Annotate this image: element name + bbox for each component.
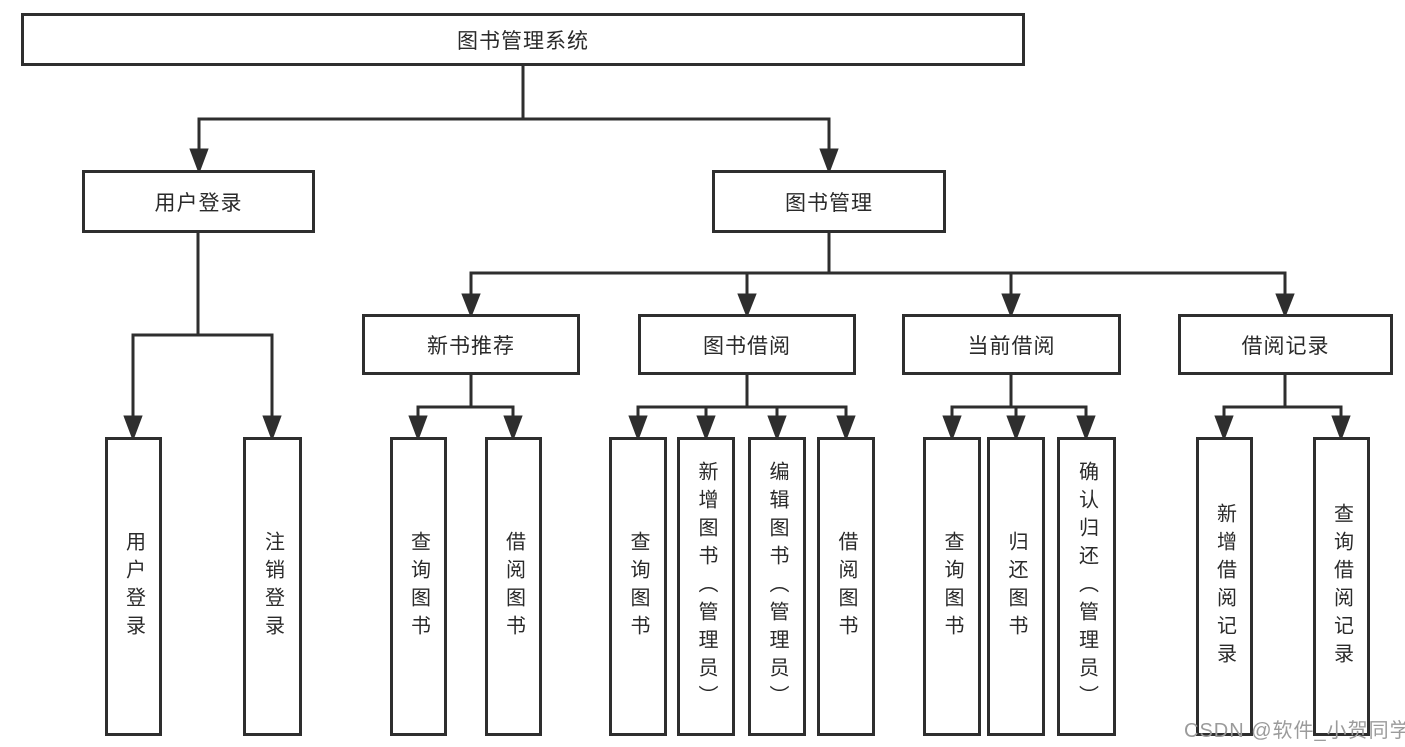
node-root-label: 图书管理系统: [457, 29, 589, 53]
leaf-rec-query-book-label: 查询图书: [407, 530, 430, 643]
leaf-cb-confirm-return-admin-label: 确认归还（管理员）: [1075, 460, 1098, 713]
leaf-rec-borrow-book-label: 借阅图书: [502, 530, 525, 643]
leaf-logout-label: 注销登录: [261, 530, 284, 643]
leaf-bb-borrow-book: 借阅图书: [817, 437, 875, 736]
edges-current-borrow-to-leaves: [942, 373, 1096, 442]
node-borrowing-records-label: 借阅记录: [1241, 334, 1330, 358]
leaf-user-login-label: 用户登录: [122, 530, 145, 643]
leaf-bb-edit-book-admin-label: 编辑图书（管理员）: [766, 460, 788, 713]
leaf-logout: 注销登录: [243, 437, 302, 736]
edges-new-book-rec-to-leaves: [408, 373, 523, 442]
node-root: 图书管理系统: [21, 13, 1025, 66]
node-new-book-recommend-label: 新书推荐: [427, 334, 515, 358]
leaf-bb-add-book-admin: 新增图书（管理员）: [677, 437, 735, 736]
leaf-br-add-record: 新增借阅记录: [1196, 437, 1253, 736]
edges-borrow-record-to-leaves: [1214, 373, 1351, 442]
node-new-book-recommend: 新书推荐: [362, 314, 580, 375]
edges-root-to-level2: [189, 64, 839, 175]
leaf-cb-return-book: 归还图书: [987, 437, 1045, 736]
leaf-cb-confirm-return-admin: 确认归还（管理员）: [1057, 437, 1116, 736]
node-book-borrowing: 图书借阅: [638, 314, 856, 375]
leaf-cb-query-book: 查询图书: [923, 437, 981, 736]
leaf-bb-edit-book-admin: 编辑图书（管理员）: [748, 437, 806, 736]
leaf-bb-query-book: 查询图书: [609, 437, 667, 736]
leaf-cb-return-book-label: 归还图书: [1005, 530, 1027, 643]
leaf-br-query-record: 查询借阅记录: [1313, 437, 1370, 736]
node-book-management: 图书管理: [712, 170, 946, 233]
leaf-rec-borrow-book: 借阅图书: [485, 437, 542, 736]
edges-book-borrow-to-leaves: [628, 373, 856, 442]
node-borrowing-records: 借阅记录: [1178, 314, 1393, 375]
leaf-cb-query-book-label: 查询图书: [941, 530, 963, 643]
csdn-watermark: CSDN @软件_小贺同学: [1184, 720, 1405, 742]
leaf-br-add-record-label: 新增借阅记录: [1213, 502, 1236, 671]
leaf-user-login: 用户登录: [105, 437, 162, 736]
leaf-bb-borrow-book-label: 借阅图书: [835, 530, 857, 643]
edges-book-mgmt-to-level3: [461, 231, 1295, 319]
node-book-borrowing-label: 图书借阅: [703, 334, 791, 358]
edges-user-login-to-leaves: [123, 231, 282, 442]
leaf-bb-add-book-admin-label: 新增图书（管理员）: [695, 460, 717, 713]
node-book-management-label: 图书管理: [785, 191, 873, 215]
node-current-borrowing-label: 当前借阅: [967, 334, 1056, 358]
node-current-borrowing: 当前借阅: [902, 314, 1121, 375]
leaf-bb-query-book-label: 查询图书: [627, 530, 649, 643]
node-user-login: 用户登录: [82, 170, 315, 233]
node-user-login-label: 用户登录: [154, 191, 243, 215]
leaf-rec-query-book: 查询图书: [390, 437, 447, 736]
leaf-br-query-record-label: 查询借阅记录: [1330, 502, 1353, 671]
